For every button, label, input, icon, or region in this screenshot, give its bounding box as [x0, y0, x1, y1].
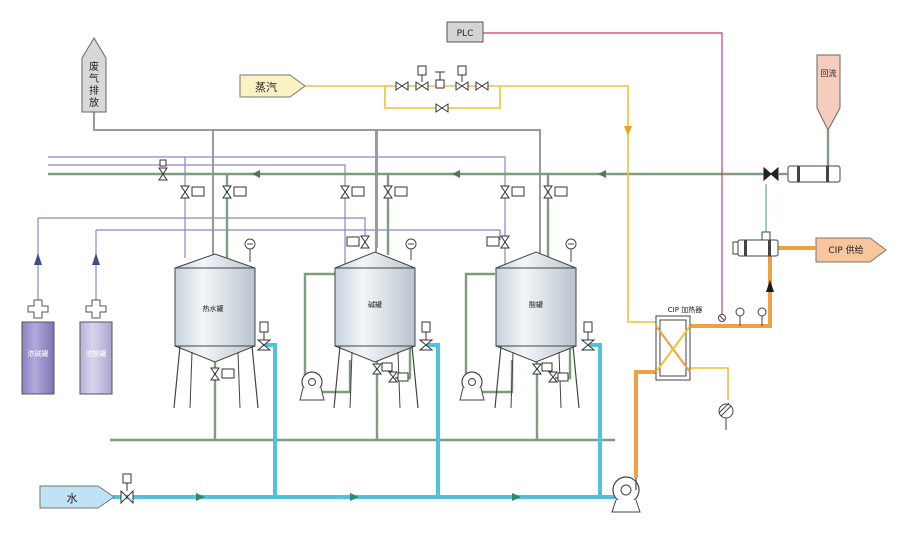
purple-arrows: [34, 253, 100, 265]
alkali-tank-label: 碱罐: [368, 300, 382, 309]
valve-hot-drain[interactable]: [210, 367, 220, 381]
hot-water-tank: 热水罐: [173, 238, 259, 409]
heater-gauge-3: [757, 307, 767, 317]
plc-signal-line: [482, 32, 723, 318]
grey-lines: [93, 112, 541, 282]
green-arrows: [252, 170, 606, 178]
exhaust-stack: 废 气 排 放: [81, 37, 107, 113]
water-valve[interactable]: [120, 489, 134, 505]
conc-acid-label: 浓酸罐: [86, 349, 107, 358]
valve-alkali-recirc[interactable]: [387, 371, 399, 383]
conc-alkali-tank: 浓碱罐: [21, 299, 55, 395]
steam-inlet: 蒸汽: [239, 74, 306, 98]
valve-alkali-supply[interactable]: [383, 185, 393, 199]
return-filter: [787, 165, 841, 183]
valve-alkali-return[interactable]: [340, 185, 350, 199]
cyan-arrows: [196, 493, 521, 501]
valve-acid-supply[interactable]: [543, 185, 553, 199]
acid-recirc-pump: [459, 371, 485, 401]
acid-tank-label: 酸罐: [529, 300, 543, 309]
cip-heater: CIP 加热器: [655, 305, 767, 430]
steam-label: 蒸汽: [255, 80, 277, 94]
cip-supply-label: CIP 供给: [828, 244, 863, 256]
acid-tank: 酸罐: [494, 238, 580, 409]
steam-valve-2[interactable]: [415, 81, 429, 91]
valve-acid-recirc[interactable]: [547, 371, 559, 383]
steam-bypass-valve[interactable]: [435, 103, 449, 113]
valve-hot-supply[interactable]: [222, 185, 232, 199]
orange-arrow: [766, 280, 774, 292]
valve-alkali-drain[interactable]: [371, 363, 383, 375]
alkali-tank: 碱罐: [333, 238, 419, 409]
cip-supply: CIP 供给: [732, 231, 887, 263]
return-label: 回流: [821, 68, 837, 78]
steam-strainer: [435, 79, 445, 89]
valve-acid-water-in[interactable]: [580, 339, 596, 351]
yellow-arrow: [624, 126, 632, 136]
water-label: 水: [67, 492, 78, 505]
exhaust-label-3: 排: [89, 84, 99, 97]
tank-valves: [158, 159, 596, 383]
valve-acid-return[interactable]: [500, 185, 510, 199]
valve-acid-drain[interactable]: [531, 363, 543, 375]
steam-valve-4[interactable]: [475, 81, 489, 91]
valve-return-small[interactable]: [158, 167, 168, 181]
steam-valve-cluster: [395, 65, 489, 113]
heater-gauge-2: [735, 307, 745, 317]
conc-alkali-label: 浓碱罐: [28, 349, 49, 358]
valve-conc-acid[interactable]: [500, 235, 510, 249]
return-unit: 回流: [763, 54, 841, 183]
return-valve[interactable]: [763, 166, 779, 182]
valve-hot-return[interactable]: [180, 185, 190, 199]
water-inlet: 水: [39, 473, 134, 509]
conc-acid-tank: 浓酸罐: [79, 299, 113, 395]
cyan-lines: [112, 343, 615, 499]
purple-lines: [37, 156, 506, 300]
plc-label: PLC: [457, 29, 474, 39]
steam-valve-3[interactable]: [455, 81, 469, 91]
plc-box: PLC: [446, 21, 484, 43]
valve-conc-alkali[interactable]: [360, 235, 370, 249]
exhaust-label-1: 废: [89, 60, 99, 73]
steam-valve-1[interactable]: [395, 81, 409, 91]
exhaust-label-4: 放: [89, 96, 99, 109]
valve-alkali-water-in[interactable]: [418, 339, 434, 351]
cip-heater-label: CIP 加热器: [668, 305, 702, 314]
valve-hot-water-in[interactable]: [256, 339, 272, 351]
alkali-recirc-pump: [299, 371, 325, 401]
exhaust-label-2: 气: [89, 72, 99, 85]
cip-pump: [611, 476, 641, 513]
hot-water-tank-label: 热水罐: [203, 304, 224, 313]
